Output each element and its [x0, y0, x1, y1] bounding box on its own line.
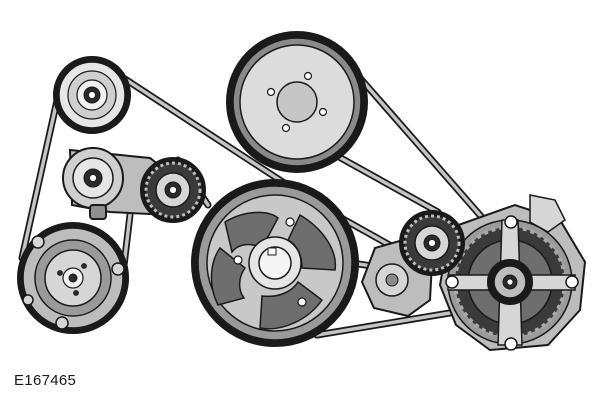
crankshaft-pulley	[191, 179, 359, 347]
tensioner-pulley	[140, 157, 206, 223]
idler-pulley-top	[53, 56, 131, 134]
ac-compressor-pulley	[17, 222, 129, 334]
water-pump-pulley	[226, 31, 368, 173]
idler-pulley-lower	[399, 210, 465, 276]
figure-caption: E167465	[14, 372, 77, 389]
alternator	[438, 194, 587, 352]
